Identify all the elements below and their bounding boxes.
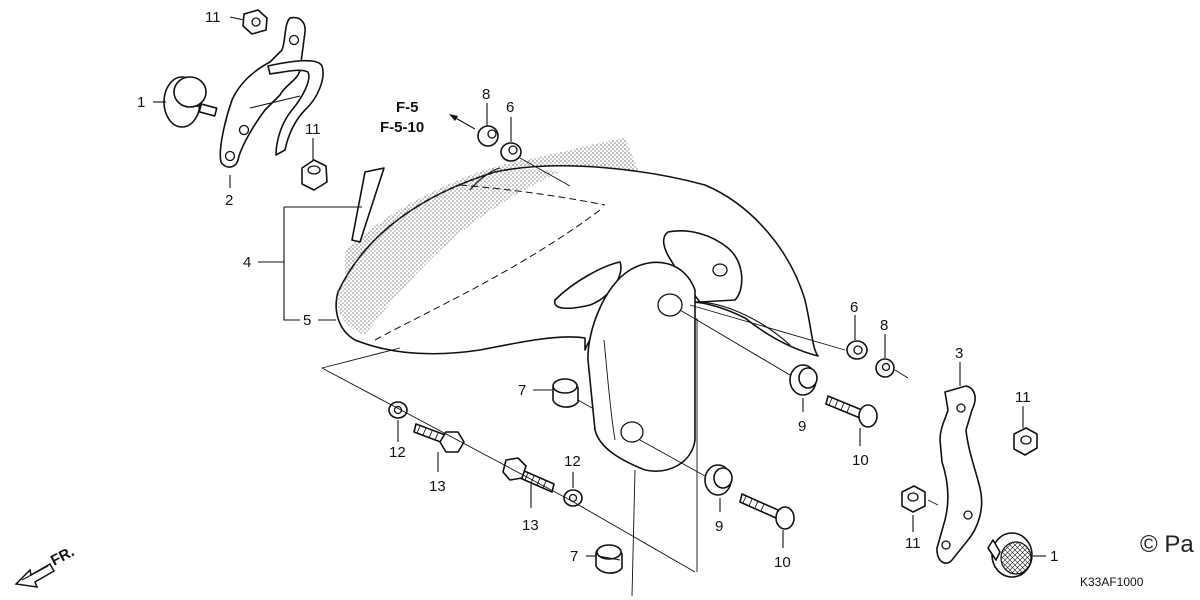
bracket-hole-3	[224, 150, 236, 162]
callout-5: 5	[303, 312, 311, 329]
left-bracket	[219, 16, 324, 168]
callout-1-left: 1	[137, 94, 145, 111]
nut-11-left	[301, 159, 328, 191]
bracket-hole-2	[238, 124, 250, 136]
washer-12-left	[388, 401, 408, 419]
washer-12-mid	[563, 489, 583, 507]
callout-6-top: 6	[506, 99, 514, 116]
callout-7-top: 7	[518, 382, 526, 399]
bracket-wire-loop	[267, 59, 324, 156]
rubber-mount-9-bottom	[704, 464, 733, 496]
callout-11-right: 11	[1015, 389, 1031, 406]
bolt-13-left	[413, 423, 465, 453]
callout-13-mid: 13	[522, 517, 539, 534]
callout-12-mid: 12	[564, 453, 581, 470]
rubber-mount-9-top	[789, 364, 818, 396]
washer-6-top	[500, 142, 522, 162]
collar-7-top	[552, 378, 579, 408]
callout-3: 3	[955, 345, 963, 362]
fender-decal	[351, 167, 385, 243]
washer-6-right	[846, 340, 868, 360]
right-bracket-hole-2	[963, 510, 973, 520]
reference-f5-10: F-5-10	[380, 119, 424, 136]
callout-11-bottom: 11	[905, 535, 921, 552]
callout-4: 4	[243, 254, 251, 271]
bolt-13-mid	[502, 457, 555, 493]
callout-1-right: 1	[1050, 548, 1058, 565]
leader-lines	[153, 16, 1046, 597]
right-bracket-hole-1	[956, 403, 966, 413]
reference-f5: F-5	[396, 99, 419, 116]
right-bracket-hole-3	[941, 540, 951, 550]
fender-dashed-line-2	[459, 184, 606, 206]
diagram-code: K33AF1000	[1080, 575, 1144, 589]
callout-8-right: 8	[880, 317, 888, 334]
fender-mount-arm	[662, 230, 743, 303]
front-direction-label: FR.	[48, 543, 77, 569]
bolt-10-top	[825, 395, 878, 428]
stay-edge	[603, 339, 616, 441]
callout-2: 2	[225, 192, 233, 209]
stay-hole-upper	[657, 293, 683, 317]
copyright-text: © Pa	[1140, 531, 1194, 558]
fender-top-edge	[469, 167, 501, 191]
bolt-10-bottom	[739, 493, 795, 530]
fender-dashed-line	[374, 209, 601, 341]
front-fender	[335, 138, 819, 472]
callout-9-top: 9	[798, 418, 806, 435]
stay-hole-lower	[620, 421, 644, 443]
bracket-plate-right	[936, 385, 983, 564]
collar-8-right	[875, 358, 895, 378]
mount-hole	[712, 263, 728, 277]
callout-12-left: 12	[389, 444, 406, 461]
bracket-hole-1	[288, 34, 300, 46]
callout-11-left: 11	[305, 121, 321, 138]
nut-11-top	[242, 9, 268, 35]
reference-arrow	[449, 114, 476, 130]
collar-8-top	[477, 125, 499, 147]
collar-7-bottom	[595, 544, 623, 574]
nut-11-right	[1013, 427, 1038, 456]
fender-dotted-overlay	[336, 169, 560, 335]
right-bracket	[936, 385, 983, 564]
callout-6-right: 6	[850, 299, 858, 316]
bracket-wire-cross	[249, 95, 301, 109]
nut-11-bottom	[901, 485, 926, 513]
callout-13-left: 13	[429, 478, 446, 495]
callout-11-top: 11	[205, 9, 221, 26]
rubber-grommet-right	[987, 532, 1033, 578]
front-direction-arrow	[14, 562, 56, 588]
rubber-grommet-left	[163, 76, 218, 128]
callout-8-top: 8	[482, 86, 490, 103]
callout-7-bottom: 7	[570, 548, 578, 565]
callout-10-bottom: 10	[774, 554, 791, 571]
callout-9-bottom: 9	[715, 518, 723, 535]
callout-10-top: 10	[852, 452, 869, 469]
